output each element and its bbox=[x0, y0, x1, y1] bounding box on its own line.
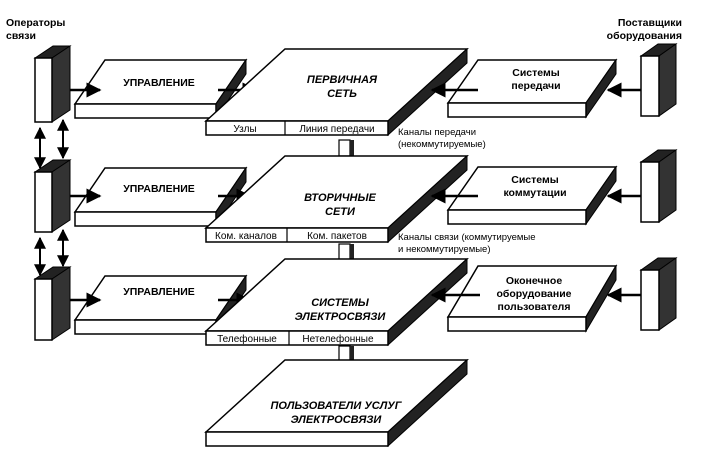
secondary-networks-title-1: ВТОРИЧНЫЕ bbox=[304, 192, 376, 204]
suppliers-label-line-1: Поставщики bbox=[618, 17, 682, 29]
supplier-to-network-arrows bbox=[430, 82, 480, 303]
terminal-equipment-slab: Оконечное оборудование пользователя bbox=[446, 264, 618, 333]
management-slab-2: УПРАВЛЕНИЕ bbox=[73, 166, 248, 228]
operators-label-line-2: связи bbox=[6, 30, 36, 42]
supplier-block-arrows bbox=[606, 82, 641, 303]
telecom-systems-title-2: ЭЛЕКТРОСВЯЗИ bbox=[295, 311, 387, 323]
switching-systems-slab: Системы коммутации bbox=[446, 165, 618, 226]
operator-to-management-arrows bbox=[70, 82, 102, 308]
telecom-systems-slab: СИСТЕМЫ ЭЛЕКТРОСВЯЗИ Телефонные Нетелефо… bbox=[204, 257, 469, 347]
operator-block-3 bbox=[33, 266, 72, 341]
management-label-2: УПРАВЛЕНИЕ bbox=[123, 183, 195, 195]
management-slab-1: УПРАВЛЕНИЕ bbox=[73, 58, 248, 120]
primary-network-section-nodes: Узлы bbox=[233, 124, 256, 135]
secondary-networks-title-2: СЕТИ bbox=[325, 206, 356, 218]
suppliers-label-line-2: оборудования bbox=[607, 30, 682, 42]
channels-2-line-2: и некоммутируемые) bbox=[398, 244, 491, 255]
supplier-block-1 bbox=[639, 43, 678, 117]
management-label-3: УПРАВЛЕНИЕ bbox=[123, 286, 195, 298]
primary-network-title-1: ПЕРВИЧНАЯ bbox=[307, 74, 378, 86]
transmission-systems-line-1: Системы bbox=[512, 67, 559, 79]
channels-2-line-1: Каналы связи (коммутируемые bbox=[398, 232, 536, 243]
telecom-systems-section-nontelephone: Нетелефонные bbox=[302, 333, 374, 345]
users-title-2: ЭЛЕКТРОСВЯЗИ bbox=[291, 414, 383, 426]
primary-network-section-lines: Линия передачи bbox=[299, 124, 374, 135]
transmission-systems-slab: Системы передачи bbox=[446, 58, 618, 119]
secondary-networks-section-circuit: Ком. каналов bbox=[215, 231, 277, 242]
operator-block-1 bbox=[33, 45, 72, 123]
supplier-block-3 bbox=[639, 257, 678, 331]
operators-label-line-1: Операторы bbox=[6, 17, 65, 29]
channels-1-line-1: Каналы передачи bbox=[398, 127, 476, 138]
switching-systems-line-2: коммутации bbox=[503, 187, 566, 199]
operator-block-2 bbox=[33, 159, 72, 233]
secondary-networks-slab: ВТОРИЧНЫЕ СЕТИ Ком. каналов Ком. пакетов bbox=[204, 154, 469, 244]
terminal-equipment-line-1: Оконечное bbox=[506, 275, 562, 287]
switching-systems-line-1: Системы bbox=[511, 174, 558, 186]
terminal-equipment-line-2: оборудование bbox=[496, 288, 571, 300]
management-slab-3: УПРАВЛЕНИЕ bbox=[73, 274, 248, 336]
primary-network-slab: ПЕРВИЧНАЯ СЕТЬ Узлы Линия передачи bbox=[204, 47, 469, 137]
management-label-1: УПРАВЛЕНИЕ bbox=[123, 77, 195, 89]
telecom-systems-title-1: СИСТЕМЫ bbox=[311, 297, 370, 309]
secondary-networks-section-packet: Ком. пакетов bbox=[307, 231, 367, 242]
supplier-block-2 bbox=[639, 149, 678, 223]
telecom-systems-section-telephone: Телефонные bbox=[217, 333, 277, 345]
users-slab: ПОЛЬЗОВАТЕЛИ УСЛУГ ЭЛЕКТРОСВЯЗИ bbox=[204, 358, 469, 448]
users-title-1: ПОЛЬЗОВАТЕЛИ УСЛУГ bbox=[271, 400, 403, 412]
channels-1-line-2: (некоммутируемые) bbox=[398, 139, 486, 150]
primary-network-title-2: СЕТЬ bbox=[327, 88, 357, 100]
transmission-systems-line-2: передачи bbox=[511, 80, 560, 92]
operator-link-arrows bbox=[34, 118, 69, 277]
terminal-equipment-line-3: пользователя bbox=[498, 301, 571, 313]
